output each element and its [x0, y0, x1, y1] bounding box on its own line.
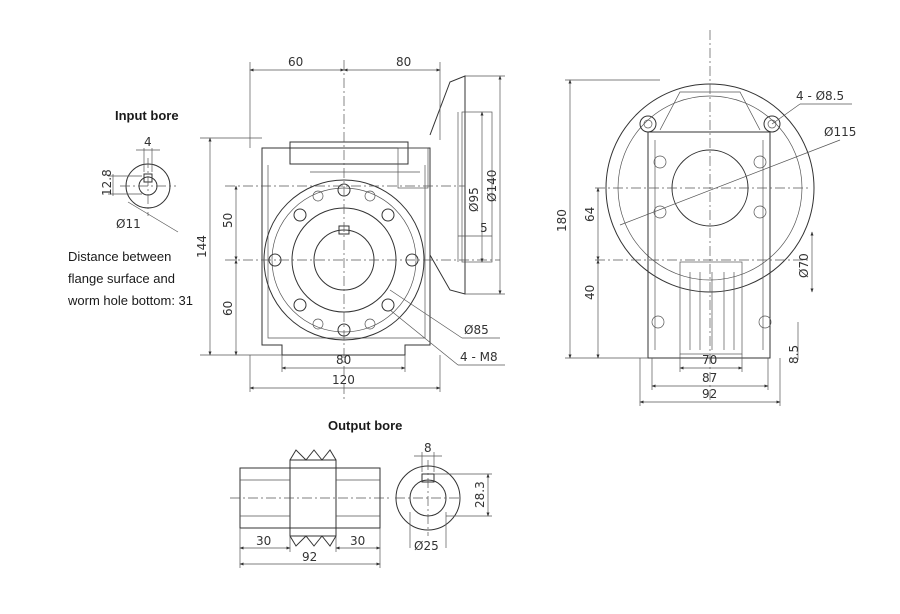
- dim-side-d70: Ø70: [797, 253, 811, 278]
- dim-side-d115: Ø115: [824, 125, 856, 139]
- side-view: 180 64 40 Ø70 8.5 4 - Ø8.5 Ø115 70 87 92: [555, 30, 856, 406]
- flange-distance-note: Distance between flange surface and worm…: [68, 246, 193, 312]
- input-bore-title: Input bore: [115, 108, 179, 123]
- obore-diameter: Ø25: [414, 539, 439, 553]
- note-line-2: flange surface and: [68, 271, 175, 286]
- dim-flange-d95: Ø95: [467, 187, 481, 212]
- dim-height-upper: 50: [221, 213, 235, 228]
- note-line-3: worm hole bottom: 31: [68, 293, 194, 308]
- dim-side-h64: 64: [583, 207, 597, 222]
- dim-width-inner: 80: [336, 353, 351, 367]
- dim-flange-d140: Ø140: [485, 170, 499, 202]
- dim-flange-5: 5: [480, 221, 488, 235]
- dim-shaft-30-right: 30: [350, 534, 365, 548]
- input-bore-view: 4 12.8 Ø11: [100, 135, 179, 233]
- dim-height-total: 144: [195, 235, 209, 258]
- dim-shaft-30-left: 30: [256, 534, 271, 548]
- output-shaft-view: 30 30 92: [230, 449, 392, 568]
- note-line-1: Distance between: [68, 249, 172, 264]
- dim-bore-d85: Ø85: [464, 323, 489, 337]
- dim-width-outer: 120: [332, 373, 355, 387]
- dim-side-holes: 4 - Ø8.5: [796, 89, 844, 103]
- dim-top-right: 80: [396, 55, 411, 69]
- dim-shaft-92: 92: [302, 550, 317, 564]
- dim-side-h180: 180: [555, 209, 569, 232]
- dim-height-lower: 60: [221, 301, 235, 316]
- front-view: 60 80 144 50 60 80 120 Ø95 Ø140 5 Ø85: [195, 55, 505, 400]
- dim-side-h40: 40: [583, 285, 597, 300]
- input-key-depth: 12.8: [100, 169, 114, 196]
- dim-thread: 4 - M8: [460, 350, 498, 364]
- input-key-width: 4: [144, 135, 152, 149]
- dim-top-left: 60: [288, 55, 303, 69]
- dim-side-8-5: 8.5: [787, 345, 801, 364]
- dim-side-w87: 87: [702, 371, 717, 385]
- input-bore-diameter: Ø11: [116, 217, 141, 231]
- dim-side-w70: 70: [702, 353, 717, 367]
- obore-key-width: 8: [424, 441, 432, 455]
- dim-side-w92: 92: [702, 387, 717, 401]
- output-bore-view: 8 28.3 Ø25: [395, 441, 492, 553]
- obore-key-depth: 28.3: [473, 481, 487, 508]
- output-bore-title: Output bore: [328, 418, 403, 433]
